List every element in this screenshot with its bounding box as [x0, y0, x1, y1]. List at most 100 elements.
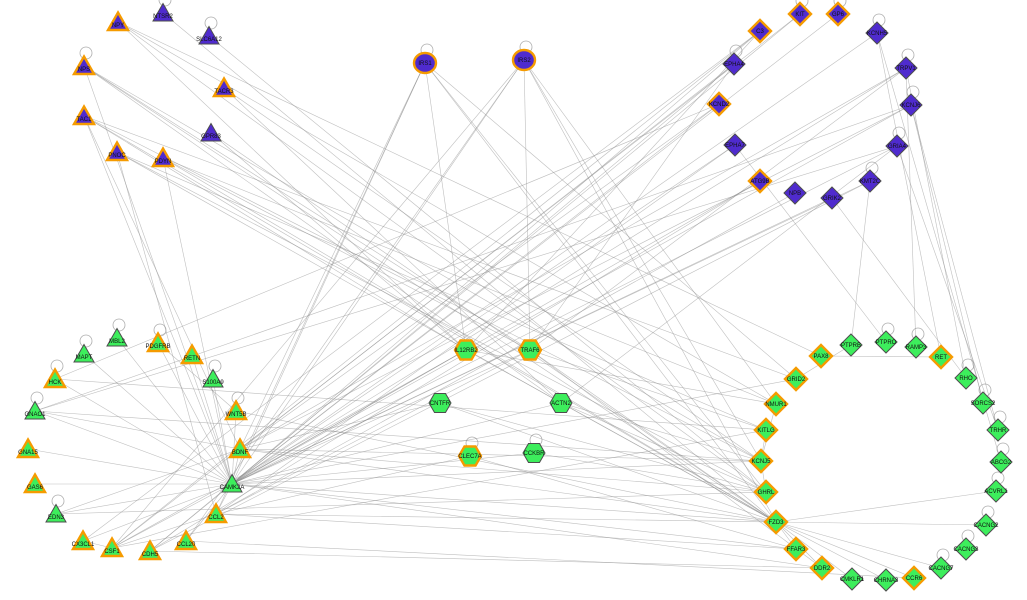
node-KCNJ5[interactable]: KCNJ5 — [748, 448, 774, 474]
diamond-node-shape — [783, 181, 807, 205]
edge-line — [34, 410, 233, 485]
node-GRID2[interactable]: GRID2 — [783, 366, 809, 392]
node-GPR83[interactable]: GPR83 — [200, 122, 222, 142]
node-IRS2[interactable]: IRS2 — [511, 48, 537, 72]
diamond-node-shape — [809, 555, 835, 581]
self-loop — [158, 0, 172, 7]
node-KIT[interactable]: KIT — [787, 1, 813, 27]
node-TRHR[interactable]: TRHR — [986, 418, 1010, 442]
node-CCL20[interactable]: CCL20 — [173, 529, 199, 551]
node-RETN[interactable]: RETN — [179, 343, 205, 365]
edge-line — [116, 337, 233, 485]
edge-line — [905, 67, 917, 348]
node-SLC6A12[interactable]: SLC6A12 — [196, 25, 223, 45]
node-CHRNA3[interactable]: CHRNA3 — [874, 568, 899, 592]
node-TRAF6[interactable]: TRAF6 — [517, 339, 543, 361]
node-RET[interactable]: RET — [928, 344, 954, 370]
edge-line — [231, 483, 823, 569]
diamond-node-shape — [753, 479, 779, 505]
edge-line — [82, 483, 233, 542]
edge-line — [111, 59, 525, 549]
node-TRPV1[interactable]: TRPV1 — [894, 56, 918, 80]
triangle-node-shape — [106, 327, 128, 347]
edge-line — [215, 62, 426, 515]
node-PNOC[interactable]: PNOC — [104, 140, 130, 162]
node-PAX8[interactable]: PAX8 — [808, 343, 834, 369]
hexagon-node-shape — [453, 339, 479, 361]
node-GHRL[interactable]: GHRL — [753, 479, 779, 505]
node-EPHA7[interactable]: EPHA7 — [723, 133, 747, 157]
node-CACNG7[interactable]: CACNG7 — [928, 556, 954, 580]
node-CCR6[interactable]: CCR6 — [901, 565, 927, 591]
node-NMUR1[interactable]: NMUR1 — [763, 391, 789, 417]
node-SORCS2[interactable]: SORCS2 — [971, 391, 996, 415]
node-ACVRL1[interactable]: ACVRL1 — [984, 479, 1008, 503]
edge-line — [239, 448, 767, 493]
triangle-node-shape — [173, 529, 199, 551]
node-TACR3[interactable]: TACR3 — [211, 76, 237, 98]
node-GAS6[interactable]: GAS6 — [22, 472, 48, 494]
triangle-node-shape — [105, 10, 131, 32]
node-CSF1[interactable]: CSF1 — [99, 536, 125, 558]
edge-line — [111, 429, 767, 549]
node-NTSR2[interactable]: NTSR2 — [152, 2, 174, 22]
node-BDNF[interactable]: BDNF — [227, 437, 253, 459]
node-CNTFR[interactable]: CNTFR — [428, 393, 452, 413]
edge-line — [191, 354, 233, 485]
node-PDGFRB[interactable]: PDGFRB — [145, 331, 171, 353]
node-RHO[interactable]: RHO — [954, 366, 978, 390]
node-PTPRO[interactable]: PTPRO — [874, 330, 898, 354]
edge-line — [162, 157, 777, 405]
node-GNA15[interactable]: GNA15 — [15, 437, 41, 459]
node-CACNG2[interactable]: CACNG2 — [973, 513, 999, 537]
node-ATG9B[interactable]: ATG9B — [747, 168, 773, 194]
edge-line — [111, 483, 233, 549]
triangle-node-shape — [211, 76, 237, 98]
node-ACTN2[interactable]: ACTN2 — [549, 393, 573, 413]
node-TAC1[interactable]: TAC1 — [71, 104, 97, 126]
node-RAMP3[interactable]: RAMP3 — [904, 335, 928, 359]
node-ABCG2[interactable]: ABCG2 — [989, 450, 1013, 474]
diamond-node-shape — [820, 186, 844, 210]
node-KCNJ6[interactable]: KCNJ6 — [899, 93, 923, 117]
edge-line — [149, 550, 823, 569]
node-CX3CL1[interactable]: CX3CL1 — [70, 529, 96, 551]
edge-line — [210, 132, 777, 523]
diamond-node-shape — [706, 91, 732, 117]
node-S100A9[interactable]: S100A9 — [202, 368, 224, 388]
node-KMT2C[interactable]: KMT2C — [858, 169, 882, 193]
node-PDYN[interactable]: PDYN — [150, 146, 176, 168]
node-GRIA4[interactable]: GRIA4 — [885, 134, 909, 158]
node-NPY[interactable]: NPY — [105, 10, 131, 32]
node-KITLG[interactable]: KITLG — [753, 417, 779, 443]
node-PTPRB[interactable]: PTPRB — [839, 333, 863, 357]
node-CMKLR1[interactable]: CMKLR1 — [840, 567, 865, 591]
node-GRIK2[interactable]: GRIK2 — [820, 186, 844, 210]
node-GNAO1[interactable]: GNAO1 — [24, 400, 46, 420]
edge-line — [54, 378, 767, 431]
node-MAPT[interactable]: MAPT — [73, 343, 95, 363]
edge-line — [117, 21, 467, 351]
node-CLEC7A[interactable]: CLEC7A — [457, 445, 483, 467]
node-NPB[interactable]: NPB — [783, 181, 807, 205]
edge-line — [239, 402, 441, 450]
triangle-node-shape — [150, 146, 176, 168]
edge-line — [55, 483, 233, 515]
node-IRS1[interactable]: IRS1 — [412, 51, 438, 75]
node-CACNG3[interactable]: CACNG3 — [953, 537, 979, 561]
node-EDN3[interactable]: EDN3 — [45, 503, 67, 523]
node-CDH5[interactable]: CDH5 — [137, 539, 163, 561]
node-GP6[interactable]: GP6 — [825, 1, 851, 27]
node-CCKBR[interactable]: CCKBR — [522, 443, 546, 463]
node-KCNH5[interactable]: KCNH5 — [865, 21, 889, 45]
node-NPS[interactable]: NPS — [71, 54, 97, 76]
diamond-node-shape — [928, 344, 954, 370]
node-FFAR3[interactable]: FFAR3 — [783, 536, 809, 562]
edge-line — [775, 521, 915, 579]
node-HCK[interactable]: HCK — [42, 367, 68, 389]
diamond-node-shape — [722, 52, 746, 76]
edge-line — [896, 145, 999, 431]
node-MBL2[interactable]: MBL2 — [106, 327, 128, 347]
